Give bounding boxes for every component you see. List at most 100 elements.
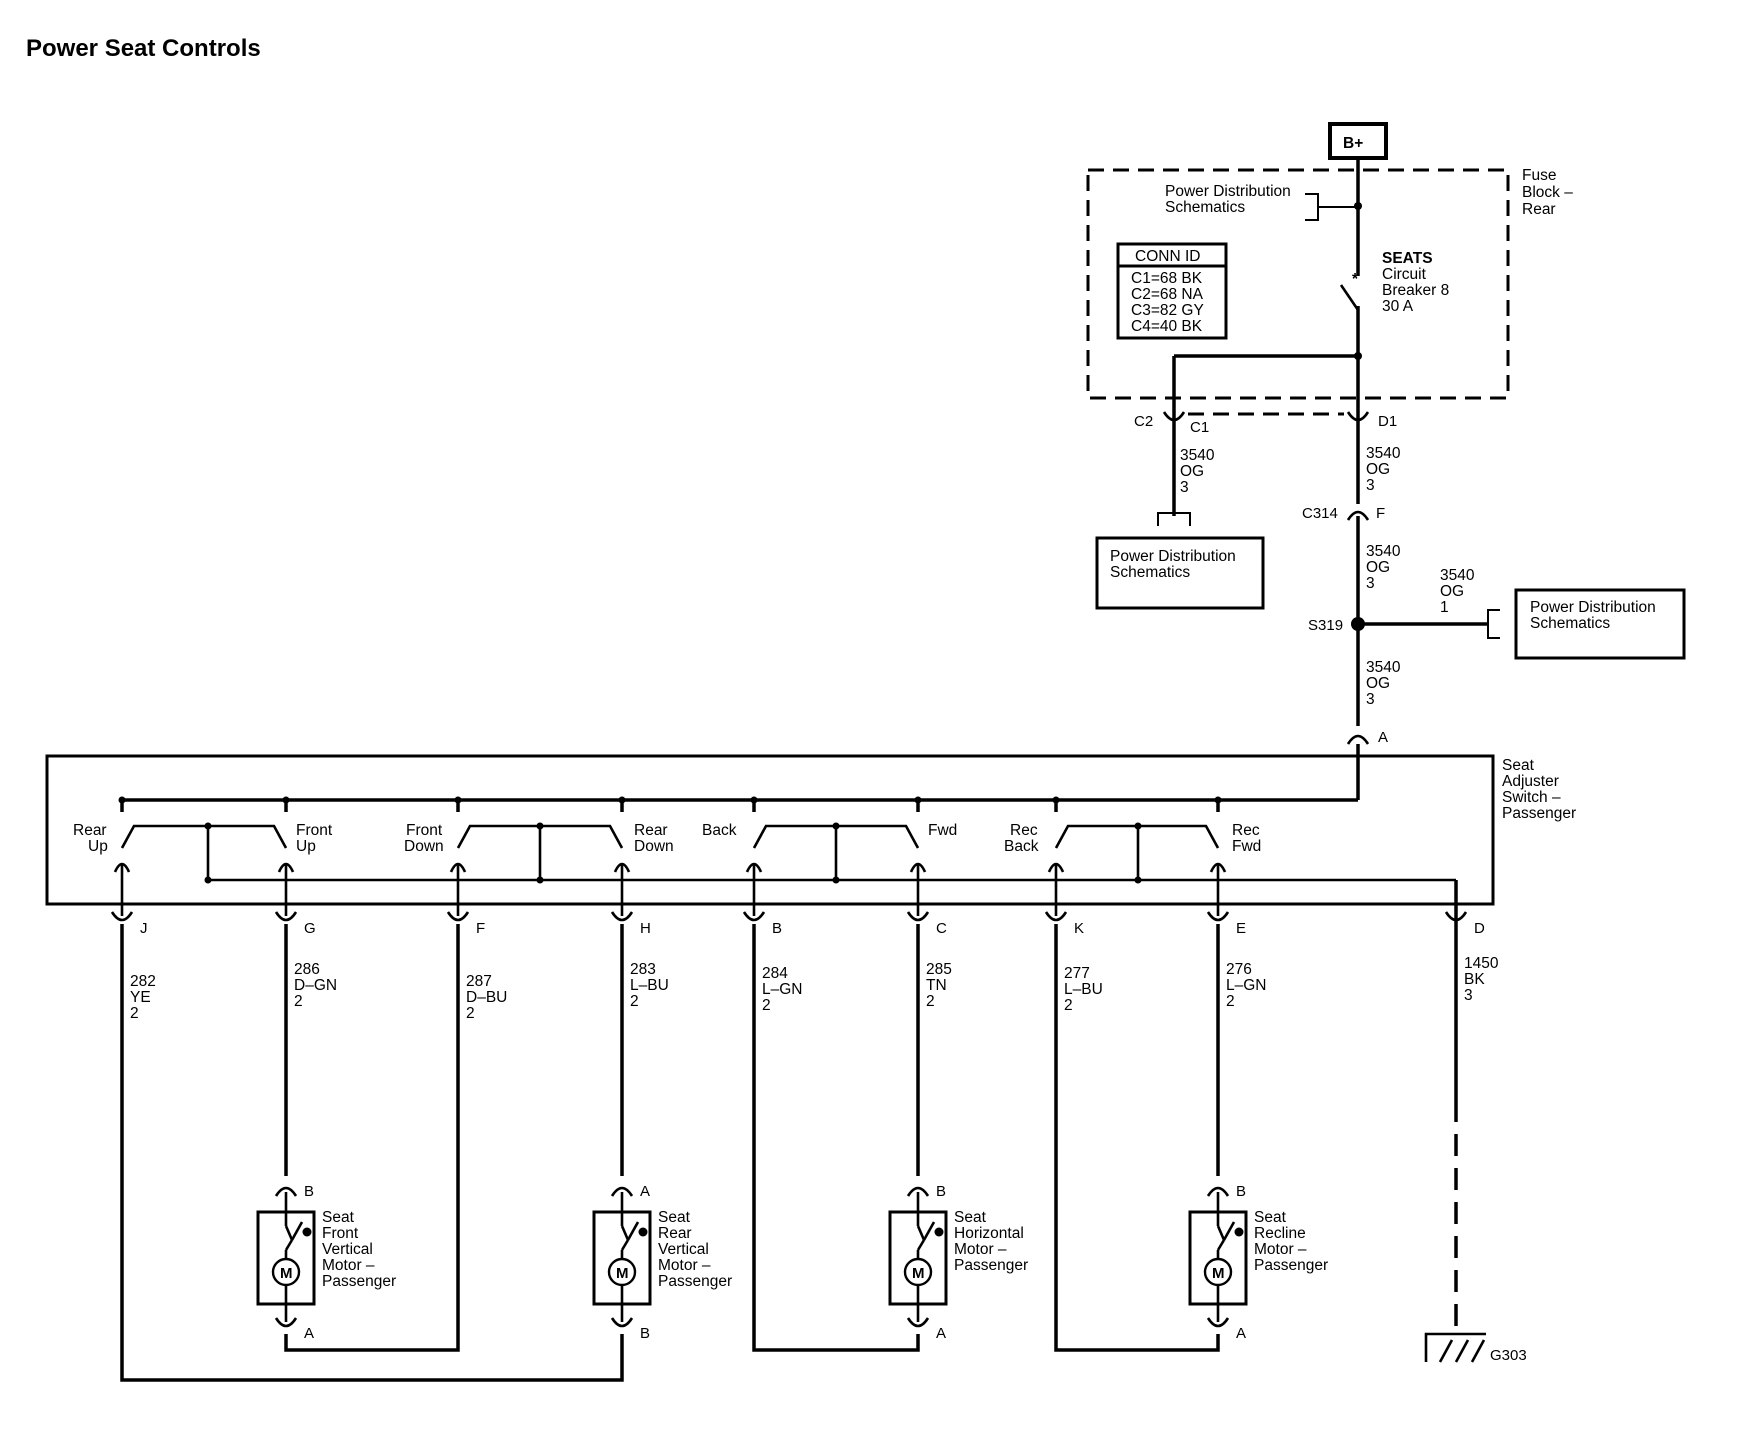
motor-label: Vertical [658, 1241, 709, 1258]
conn-id-row: C1=68 BK [1131, 270, 1203, 287]
motor-label: Horizontal [954, 1225, 1024, 1242]
switch-position-label: Up [88, 838, 108, 855]
circuit-wire-label: 2 [926, 993, 935, 1010]
circuit-wire-label: 2 [130, 1005, 139, 1022]
power-distribution-ref-left: Power Distribution Schematics [1095, 536, 1265, 610]
splice-s319-label: S319 [1308, 617, 1343, 634]
circuit-wire-label: L–BU [630, 977, 669, 994]
svg-text:3540: 3540 [1366, 543, 1401, 560]
svg-text:F: F [1376, 505, 1385, 522]
seat-adjuster-switch [45, 754, 1495, 906]
circuit-wire-label: L–BU [1064, 981, 1103, 998]
svg-text:3540: 3540 [1366, 659, 1401, 676]
switch-pin-label: F [476, 920, 485, 937]
motor-bottom-pin: B [640, 1325, 650, 1342]
svg-text:3: 3 [1366, 691, 1375, 708]
svg-text:Schematics: Schematics [1530, 615, 1610, 632]
motor-label: Motor – [322, 1257, 375, 1274]
return-wires [120, 940, 1220, 1382]
svg-text:1: 1 [1440, 599, 1449, 616]
battery-label: B+ [1343, 135, 1363, 152]
circuit-wire-label: 277 [1064, 965, 1090, 982]
svg-text:SEATS: SEATS [1382, 250, 1433, 267]
circuit-breaker-symbol: * [1339, 270, 1360, 420]
wire-label-c314: 3540 OG 3 [1366, 543, 1401, 592]
circuit-wire-label: BK [1464, 971, 1485, 988]
svg-text:3540: 3540 [1366, 445, 1401, 462]
circuit-wire-label: 2 [630, 993, 639, 1010]
svg-text:3: 3 [1366, 477, 1375, 494]
switch-pin-label: C [936, 920, 947, 937]
power-distribution-ref-top: Power Distribution Schematics [1165, 183, 1358, 221]
switch-contacts [113, 796, 1227, 904]
conn-id-row: C3=82 GY [1131, 302, 1204, 319]
switch-position-label: Down [634, 838, 674, 855]
svg-text:Block –: Block – [1522, 184, 1573, 201]
switch-position-labels: Rear Up Front Up Front Down Rear Down Ba… [73, 822, 1261, 855]
connector-d1: D1 [1346, 411, 1397, 430]
connector-c314: C314 F [1302, 505, 1385, 522]
switch-pin: G [274, 904, 316, 937]
page-title: Power Seat Controls [26, 35, 261, 62]
switch-pin: F [446, 904, 485, 937]
motor-top-pin: B [1236, 1183, 1246, 1200]
switch-contact-group [1047, 796, 1227, 904]
motor-label: Rear [658, 1225, 692, 1242]
switch-pin-label: K [1074, 920, 1084, 937]
svg-text:OG: OG [1366, 461, 1390, 478]
switch-pin-label: E [1236, 920, 1246, 937]
switch-position-label: Rec [1010, 822, 1038, 839]
motor-bottom-pin: A [304, 1325, 314, 1342]
svg-text:Schematics: Schematics [1110, 564, 1190, 581]
ground-g303: G303 [1424, 1332, 1527, 1364]
switch-pin-label: H [640, 920, 651, 937]
switch-position-label: Rear [634, 822, 668, 839]
svg-text:A: A [1378, 729, 1388, 746]
svg-text:Power Distribution: Power Distribution [1110, 548, 1236, 565]
circuit-wire-label: 276 [1226, 961, 1252, 978]
wire-label-d1: 3540 OG 3 [1366, 445, 1401, 494]
switch-pin-label: D [1474, 920, 1485, 937]
svg-text:OG: OG [1180, 463, 1204, 480]
motor-label: Passenger [954, 1257, 1028, 1274]
circuit-wire-label: D–GN [294, 977, 337, 994]
svg-text:3540: 3540 [1440, 567, 1475, 584]
switch-pin: E [1206, 904, 1246, 937]
svg-text:Rear: Rear [1522, 201, 1556, 218]
circuit-wire-label: 2 [762, 997, 771, 1014]
motor-bottom-pin: A [1236, 1325, 1246, 1342]
circuit-wire-label: 282 [130, 973, 156, 990]
svg-text:Circuit: Circuit [1382, 266, 1427, 283]
wire-label-c2: 3540 OG 3 [1180, 447, 1215, 496]
circuit-wire-label: YE [130, 989, 151, 1006]
motor-label: Passenger [1254, 1257, 1328, 1274]
switch-contact-group [113, 796, 295, 904]
switch-contact-group [449, 796, 631, 904]
switch-position-label: Fwd [1232, 838, 1261, 855]
svg-text:C1: C1 [1190, 419, 1209, 436]
conn-id-header: CONN ID [1135, 248, 1200, 265]
svg-text:Schematics: Schematics [1165, 199, 1245, 216]
switch-position-label: Rear [73, 822, 107, 839]
switch-pin-label: J [140, 920, 148, 937]
circuit-wire-label: 3 [1464, 987, 1473, 1004]
motor-top-pin: B [936, 1183, 946, 1200]
svg-text:30 A: 30 A [1382, 298, 1414, 315]
motor-label: Front [322, 1225, 359, 1242]
switch-pin: C [906, 904, 947, 937]
circuit-wire-label: 286 [294, 961, 320, 978]
switch-position-label: Front [406, 822, 443, 839]
motor-label: Seat [1254, 1209, 1287, 1226]
circuit-wire-label: 285 [926, 961, 952, 978]
svg-text:Seat: Seat [1502, 757, 1535, 774]
svg-text:*: * [1352, 271, 1359, 288]
circuit-wire-label: 287 [466, 973, 492, 990]
svg-text:Fuse: Fuse [1522, 167, 1556, 184]
